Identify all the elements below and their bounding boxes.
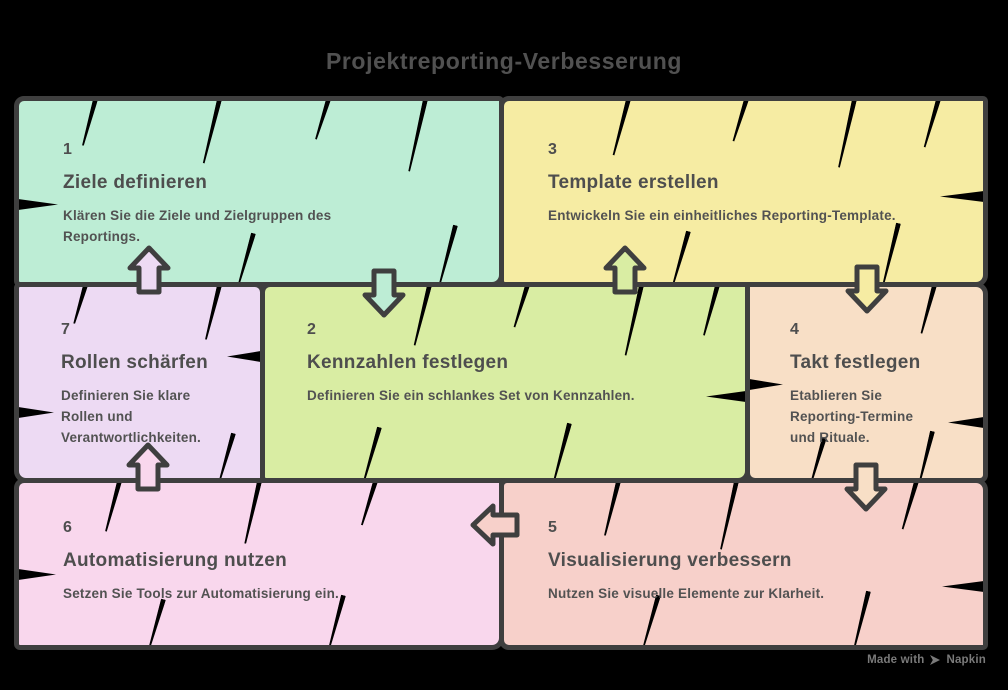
page-title: Projektreporting-Verbesserung: [325, 48, 683, 74]
scratch-texture: [19, 569, 56, 580]
block-number: 6: [63, 519, 72, 536]
scratch-texture: [942, 581, 983, 592]
block-body: Etablieren Sie Reporting-Termine und Rit…: [790, 388, 914, 445]
scratch-texture: [313, 98, 331, 140]
block-heading: Rollen schärfen: [61, 352, 209, 373]
block-heading: Visualisierung verbessern: [548, 550, 792, 571]
scratch-texture: [750, 379, 783, 390]
scratch-texture: [706, 391, 745, 402]
scratch-texture: [718, 480, 739, 550]
scratch-texture: [940, 191, 983, 202]
block-body: Setzen Sie Tools zur Automatisierung ein…: [63, 586, 339, 601]
block-5-visualisierung-verbessern: 5 Visualisierung verbessern Nutzen Sie v…: [499, 478, 988, 650]
block-number: 7: [61, 321, 70, 338]
napkin-pen-icon: [930, 655, 941, 665]
scratch-texture: [71, 284, 88, 324]
scratch-texture: [19, 199, 58, 210]
block-number: 3: [548, 141, 557, 158]
block-number: 1: [63, 141, 72, 158]
scratch-texture: [437, 224, 458, 284]
connector-4-to-5-arrow-down-icon: [844, 462, 888, 512]
scratch-texture: [670, 230, 691, 284]
block-body: Nutzen Sie visuelle Elemente zur Klarhei…: [548, 586, 825, 601]
scratch-texture: [19, 407, 54, 418]
scratch-texture: [79, 98, 97, 146]
napkin-watermark: Made with Napkin: [867, 654, 986, 666]
block-6-automatisierung-nutzen: 6 Automatisierung nutzen Setzen Sie Tool…: [14, 478, 504, 650]
scratch-texture: [361, 426, 382, 482]
connector-1-to-2-arrow-down-icon: [362, 268, 406, 318]
scratch-texture: [406, 98, 428, 172]
scratch-texture: [146, 598, 166, 648]
connector-2-to-3-arrow-up-icon: [603, 245, 647, 295]
scratch-texture: [730, 98, 749, 142]
block-heading: Ziele definieren: [63, 172, 208, 193]
connector-7-to-1-arrow-up-icon: [127, 245, 171, 295]
connector-5-to-6-arrow-left-icon: [470, 503, 520, 547]
scratch-texture: [551, 422, 572, 482]
block-body: Klären Sie die Ziele und Zielgruppen des…: [63, 208, 332, 244]
connector-6-to-7-arrow-up-icon: [126, 442, 170, 492]
napkin-brand: Napkin: [946, 654, 986, 666]
block-number: 2: [307, 321, 316, 338]
block-body: Definieren Sie klare Rollen und Verantwo…: [61, 388, 201, 445]
block-heading: Kennzahlen festlegen: [307, 352, 509, 373]
block-1-ziele-definieren: 1 Ziele definieren Klären Sie die Ziele …: [14, 96, 504, 287]
block-number: 5: [548, 519, 557, 536]
block-heading: Takt festlegen: [790, 352, 921, 373]
connector-3-to-4-arrow-down-icon: [845, 264, 889, 314]
scratch-texture: [227, 351, 260, 362]
block-heading: Automatisierung nutzen: [63, 550, 288, 571]
block-body: Definieren Sie ein schlankes Set von Ken…: [307, 388, 635, 403]
watermark-text: Made with: [867, 654, 925, 666]
block-2-kennzahlen-festlegen: 2 Kennzahlen festlegen Definieren Sie ei…: [260, 282, 750, 483]
scratch-texture: [948, 417, 983, 428]
block-number: 4: [790, 321, 799, 338]
block-7-rollen-schaerfen: 7 Rollen schärfen Definieren Sie klare R…: [14, 282, 265, 483]
block-body: Entwickeln Sie ein einheitliches Reporti…: [548, 208, 896, 223]
block-3-template-erstellen: 3 Template erstellen Entwickeln Sie ein …: [499, 96, 988, 287]
block-heading: Template erstellen: [548, 172, 719, 193]
